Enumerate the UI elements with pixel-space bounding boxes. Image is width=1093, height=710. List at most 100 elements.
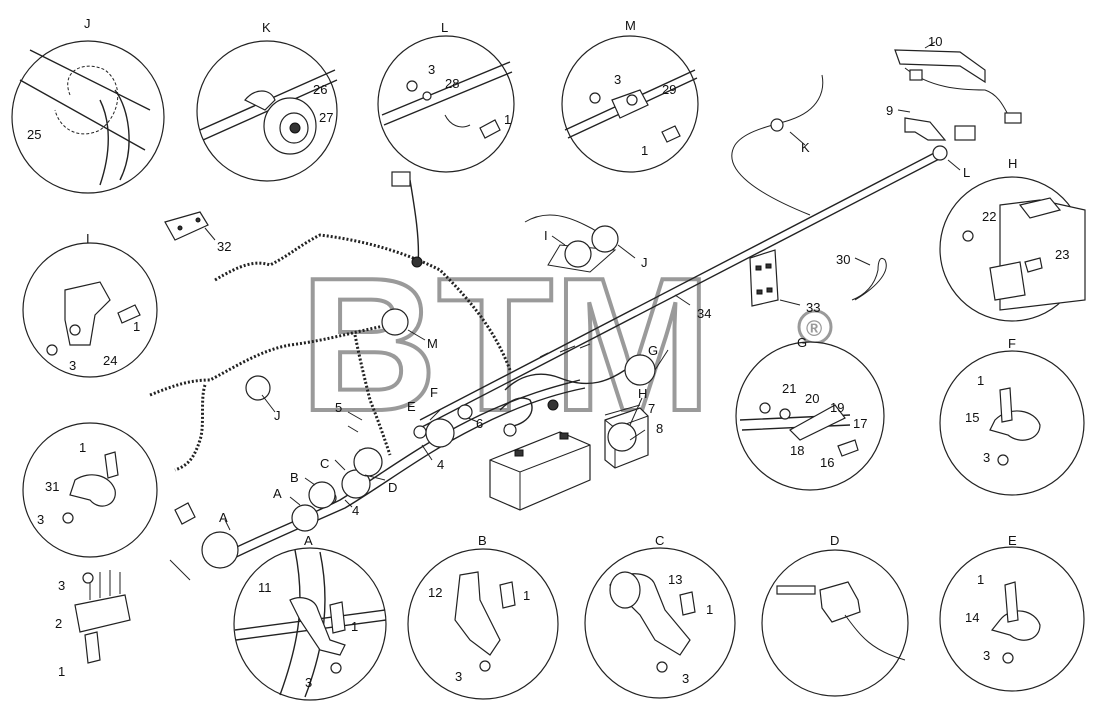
harness-drop	[174, 384, 207, 472]
callout-1-f: 1	[977, 373, 984, 388]
callout-31: 31	[45, 479, 59, 494]
callout-3-c: 3	[682, 671, 689, 686]
label-b-detail: B	[478, 533, 487, 548]
label-f: F	[1008, 336, 1016, 351]
callout-1-b: 1	[523, 588, 530, 603]
callout-1-e: 1	[977, 572, 984, 587]
connector-10b	[909, 69, 923, 81]
bracket-32	[164, 211, 209, 241]
detail-31	[22, 422, 158, 558]
callout-18: 18	[790, 443, 804, 458]
callout-4-a: 4	[437, 457, 444, 472]
label-j-main: J	[641, 255, 648, 270]
callout-13: 13	[668, 572, 682, 587]
callout-2: 2	[55, 616, 62, 631]
callout-1-c: 1	[706, 602, 713, 617]
harness-vertical	[353, 334, 392, 456]
harness-10	[904, 67, 1011, 119]
clamp-e	[413, 425, 427, 439]
label-d-detail: D	[830, 533, 839, 548]
callout-19: 19	[830, 400, 844, 415]
callout-34: 34	[697, 306, 711, 321]
bracket-33	[749, 249, 779, 307]
label-l: L	[441, 20, 448, 35]
callout-3-31: 3	[37, 512, 44, 527]
label-h-main: H	[638, 386, 647, 401]
label-m-main: M	[427, 336, 438, 351]
detail-a	[233, 547, 387, 701]
label-f-main: F	[430, 385, 438, 400]
callout-17: 17	[853, 416, 867, 431]
circle-g	[624, 354, 656, 386]
circle-d	[353, 447, 383, 477]
circle-e	[425, 418, 455, 448]
callout-28: 28	[445, 76, 459, 91]
detail-f	[939, 350, 1085, 496]
callout-16: 16	[820, 455, 834, 470]
circle-j-left	[245, 375, 271, 401]
label-e-detail: E	[1008, 533, 1017, 548]
detail-l	[377, 35, 515, 173]
detail-b	[407, 548, 559, 700]
main-cable	[419, 149, 941, 421]
branch-cable-k	[731, 74, 824, 216]
label-h: H	[1008, 156, 1017, 171]
circle-b	[308, 481, 336, 509]
label-e-main: E	[407, 399, 416, 414]
callout-3-b: 3	[455, 669, 462, 684]
callout-22: 22	[982, 209, 996, 224]
callout-32: 32	[217, 239, 231, 254]
label-i-main: I	[544, 228, 548, 243]
callout-8: 8	[656, 421, 663, 436]
callout-3-p2: 3	[58, 578, 65, 593]
watermark: BTM ®	[298, 237, 833, 453]
detail-g	[735, 341, 885, 491]
callout-3-m: 3	[614, 72, 621, 87]
callout-numbers: 25 26 27 3 28 1 3 29 1 10 9 22 23 32 30 …	[27, 34, 1069, 690]
callout-26: 26	[313, 82, 327, 97]
plate-ij	[547, 244, 617, 273]
coil-end	[174, 502, 196, 525]
circle-j-small	[591, 225, 619, 253]
callout-11: 11	[258, 580, 272, 595]
main-tube	[219, 379, 581, 556]
loop-30	[851, 257, 887, 301]
callout-10: 10	[928, 34, 942, 49]
circle-a2	[291, 504, 319, 532]
detail-h	[939, 176, 1086, 322]
callout-1-p2: 1	[58, 664, 65, 679]
connector-top	[391, 171, 411, 187]
callout-9: 9	[886, 103, 893, 118]
harness-upper	[214, 233, 512, 371]
circle-m	[381, 308, 409, 336]
clip-l	[932, 145, 948, 161]
connector-9	[954, 125, 976, 141]
label-l-main: L	[963, 165, 970, 180]
label-c-detail: C	[655, 533, 664, 548]
connector-10	[1004, 112, 1022, 124]
main-tube-2	[219, 387, 586, 566]
detail-k	[196, 40, 338, 182]
registered-mark: ®	[806, 316, 822, 341]
detail-e	[939, 546, 1085, 692]
pipe-gh	[504, 369, 626, 391]
label-c-main: C	[320, 456, 329, 471]
label-j: J	[84, 16, 91, 31]
bracket-10	[894, 49, 986, 84]
detail-d	[761, 549, 909, 697]
callout-30: 30	[836, 252, 850, 267]
callout-7: 7	[648, 401, 655, 416]
callout-12: 12	[428, 585, 442, 600]
detail-c	[584, 547, 736, 699]
callout-23: 23	[1055, 247, 1069, 262]
circle-h	[607, 422, 637, 452]
label-g: G	[797, 335, 807, 350]
main-assembly	[149, 41, 1022, 581]
callout-1-a: 1	[351, 619, 358, 634]
harness-left	[149, 323, 391, 397]
callout-5: 5	[335, 400, 342, 415]
callout-3-i: 3	[69, 358, 76, 373]
callout-1-31: 1	[79, 440, 86, 455]
detail-i	[22, 242, 158, 378]
